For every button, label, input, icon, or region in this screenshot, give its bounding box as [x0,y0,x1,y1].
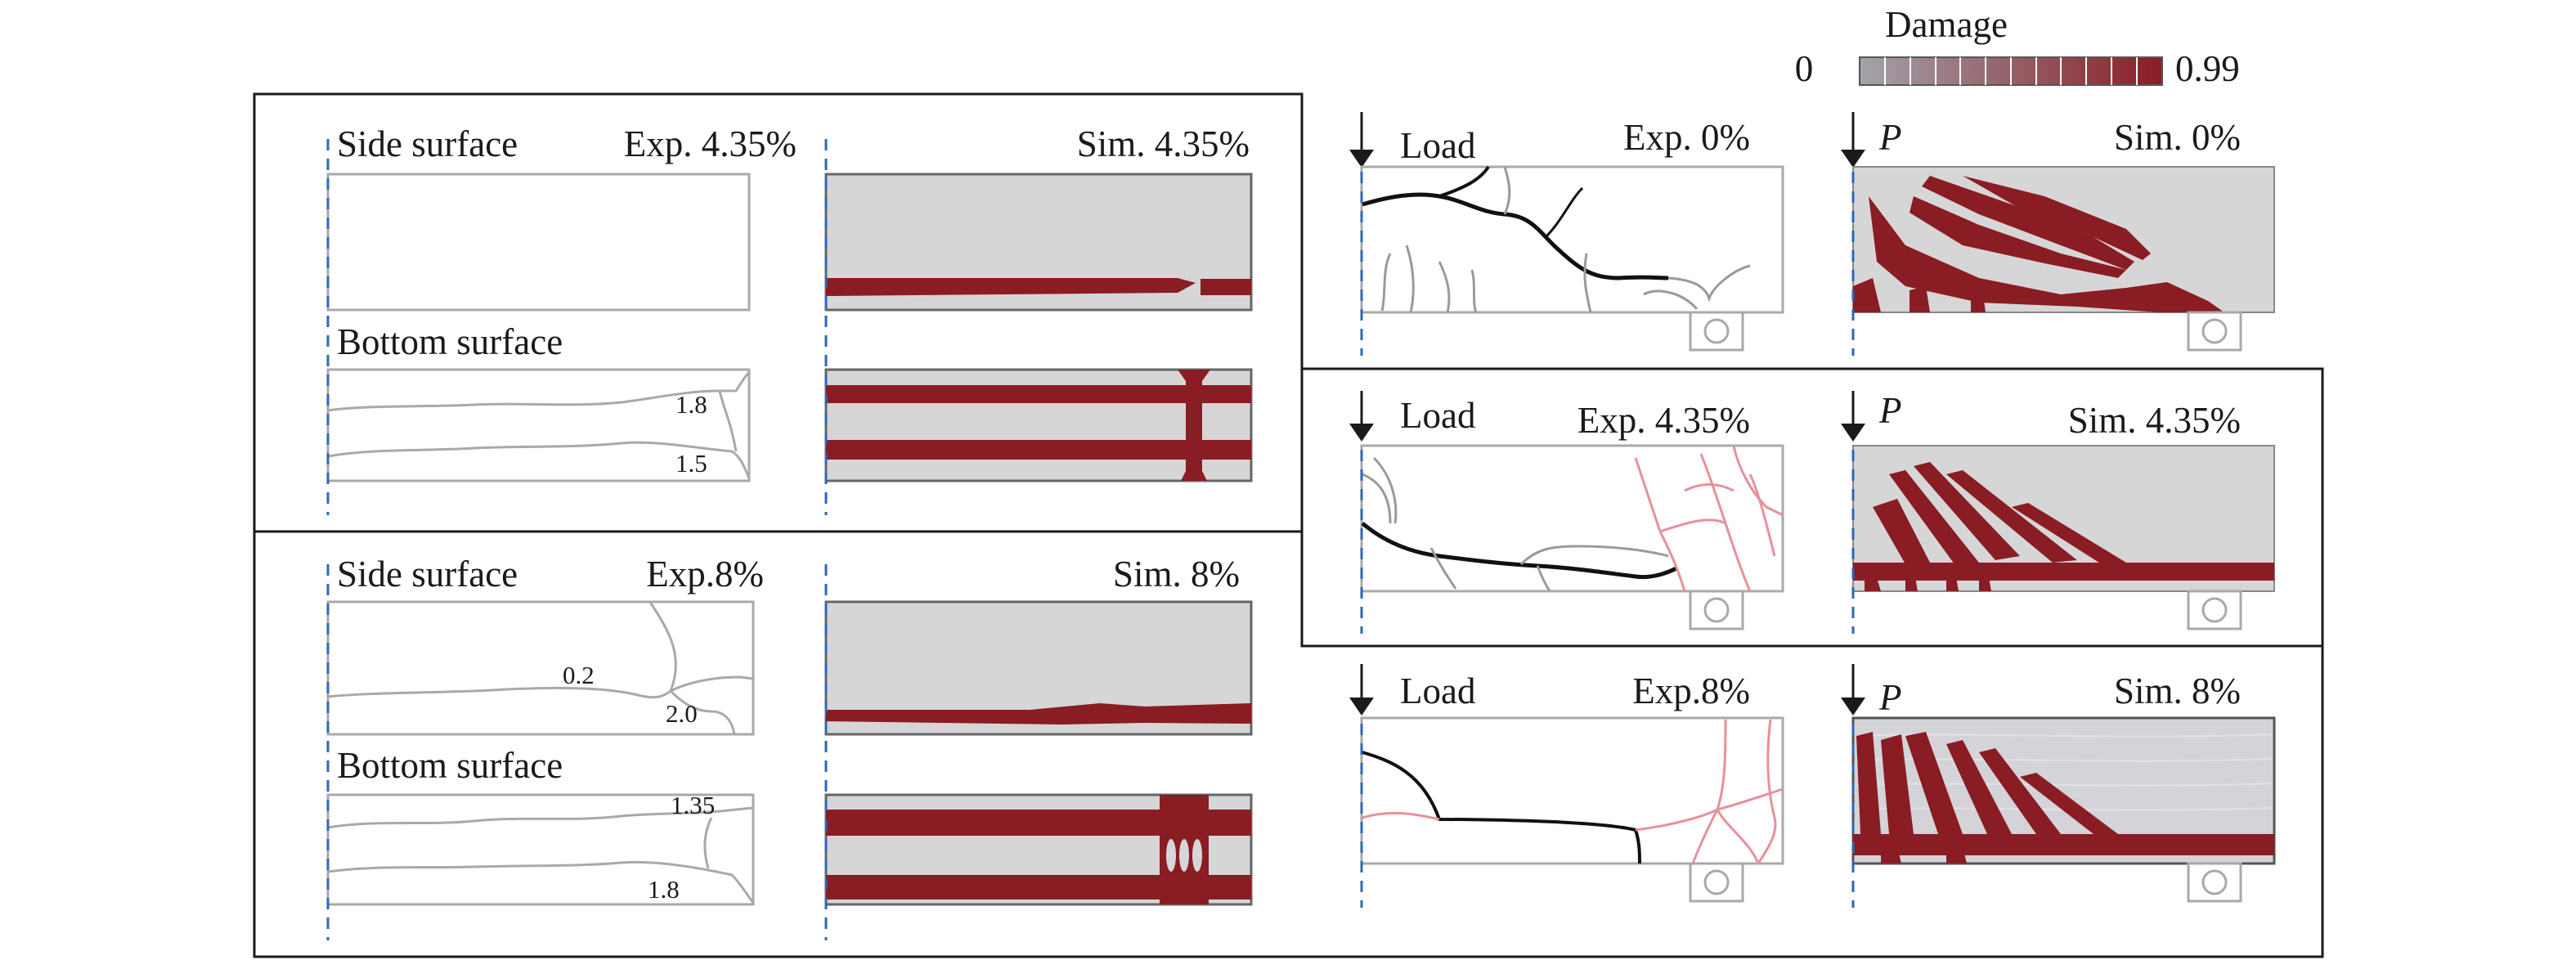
exp-label-top: Exp. 4.35% [624,123,797,164]
legend-min-label: 0 [1795,48,1814,89]
sim-damage-2 [1853,732,2274,864]
right-row-0: Load Exp. 0% P Sim. 0% [1349,112,2275,352]
load-arrow-exp-0 [1349,112,1374,168]
exp-side-surface-beam-8 [326,600,755,736]
support-sim-0 [2187,311,2242,352]
sim-side-damage-band-end [1200,279,1251,295]
load-arrow-sim-0 [1841,112,1865,168]
support-sim-2 [2187,862,2242,903]
legend-ticks [1884,57,2138,85]
sim-bottom-damage-band-1 [826,385,1251,403]
sim-bottom-damage-holes-8 [1166,839,1202,872]
p-label-2: P [1878,677,1902,718]
sim-label-2: Sim. 8% [2114,671,2241,711]
load-label-1: Load [1400,395,1475,436]
bottom-surface-label-top: Bottom surface [337,321,563,362]
bottom-surface-label-bottom: Bottom surface [337,745,563,786]
side-surface-label-top: Side surface [337,123,518,164]
exp-cracks-2 [1362,719,1784,864]
support-exp-0 [1689,311,1744,352]
sim-damage-0 [1853,176,2224,312]
right-middle-frame [1302,367,2324,646]
sim-side-damage-band-8 [826,703,1251,724]
sim-label-1: Sim. 4.35% [2068,400,2241,441]
sim-label-bottom: Sim. 8% [1113,554,1240,594]
crack-width-1-35: 1.35 [671,791,715,819]
legend-title: Damage [1885,4,2008,45]
panel-frames [253,92,2324,958]
exp-label-bottom: Exp.8% [646,554,764,594]
exp-cracks-1 [1361,445,1784,592]
crack-width-2-0: 2.0 [666,699,698,728]
crack-width-1-8-b: 1.8 [648,875,680,904]
exp-label-0: Exp. 0% [1623,117,1750,158]
left-frame [253,92,2324,958]
crack-width-1-8: 1.8 [675,390,707,419]
sim-side-damage-band [826,278,1196,296]
load-arrow-sim-1 [1841,391,1865,442]
left-dash-lines [326,139,828,940]
exp-side-surface-beam [326,173,751,312]
load-arrow-exp-2 [1349,664,1374,716]
load-label-0: Load [1400,125,1475,166]
right-row-1: Load Exp. 4.35% P Sim. 4.35% [1349,390,2275,630]
exp-bottom-cracks-8 [327,806,755,904]
exp-label-1: Exp. 4.35% [1577,400,1750,441]
sim-label-0: Sim. 0% [2114,117,2241,158]
left-bottom-panel: Side surface Exp.8% Sim. 8% 0.2 2.0 Bott… [326,554,1253,906]
load-arrow-exp-1 [1349,391,1374,442]
load-label-2: Load [1400,671,1475,711]
exp-beam-0 [1360,165,1784,314]
damage-legend: Damage 0 0.99 [1795,4,2240,89]
left-top-panel: Side surface Exp. 4.35% Sim. 4.35% Botto… [326,123,1253,482]
legend-max-label: 0.99 [2175,48,2240,89]
support-exp-2 [1689,862,1744,903]
p-label-1: P [1878,390,1902,431]
exp-cracks-0 [1362,165,1751,313]
crack-width-0-2: 0.2 [563,661,595,689]
sim-label-top: Sim. 4.35% [1077,123,1250,164]
exp-bottom-cracks-top [327,371,751,479]
exp-bottom-surface-beam [326,368,751,482]
support-sim-1 [2187,590,2242,630]
sim-bottom-damage-vertical [1186,370,1202,481]
load-arrow-sim-2 [1841,664,1865,716]
side-surface-label-bottom: Side surface [337,554,518,594]
right-row-2: Load Exp.8% P Sim. 8% [1349,664,2276,903]
sim-damage-1 [1853,462,2274,591]
sim-bottom-damage-band-2 [826,440,1251,460]
p-label-0: P [1878,117,1902,158]
exp-label-2: Exp.8% [1632,671,1750,711]
crack-width-1-5: 1.5 [675,449,707,478]
exp-side-cracks-8 [327,601,754,735]
support-exp-1 [1689,590,1744,630]
exp-beam-2 [1360,716,1784,865]
right-dash-lines [1360,172,1855,908]
